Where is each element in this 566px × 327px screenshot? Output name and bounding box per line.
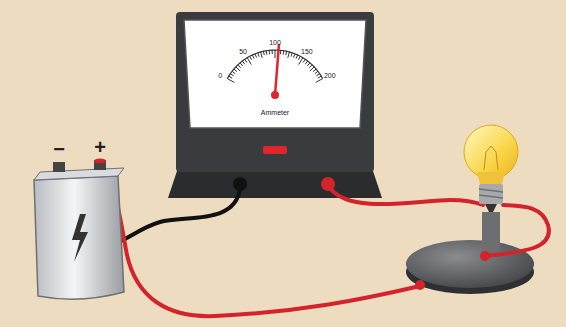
red-wire bbox=[485, 205, 549, 256]
battery bbox=[34, 159, 124, 300]
scale-number: 100 bbox=[269, 39, 281, 46]
scale-number: 0 bbox=[218, 71, 222, 78]
meter-label: Ammeter bbox=[261, 109, 289, 116]
terminal-sign: + bbox=[94, 137, 106, 157]
ammeter bbox=[168, 12, 382, 198]
scale-number: 50 bbox=[239, 47, 247, 54]
scale-tick bbox=[288, 52, 290, 58]
scale-number: 200 bbox=[324, 71, 336, 78]
red-wire bbox=[330, 188, 483, 205]
scale-tick bbox=[316, 79, 323, 83]
red-wire bbox=[101, 166, 420, 316]
scale-number: 150 bbox=[301, 47, 313, 54]
scale-tick bbox=[299, 58, 303, 65]
black-wire bbox=[118, 188, 240, 242]
scale-tick bbox=[310, 67, 314, 71]
scale-tick bbox=[236, 67, 240, 71]
light-bulb bbox=[464, 125, 518, 212]
scale-tick bbox=[275, 50, 276, 58]
scale-tick bbox=[261, 52, 263, 58]
terminal-sign: − bbox=[53, 139, 65, 159]
scale-tick bbox=[227, 79, 234, 83]
